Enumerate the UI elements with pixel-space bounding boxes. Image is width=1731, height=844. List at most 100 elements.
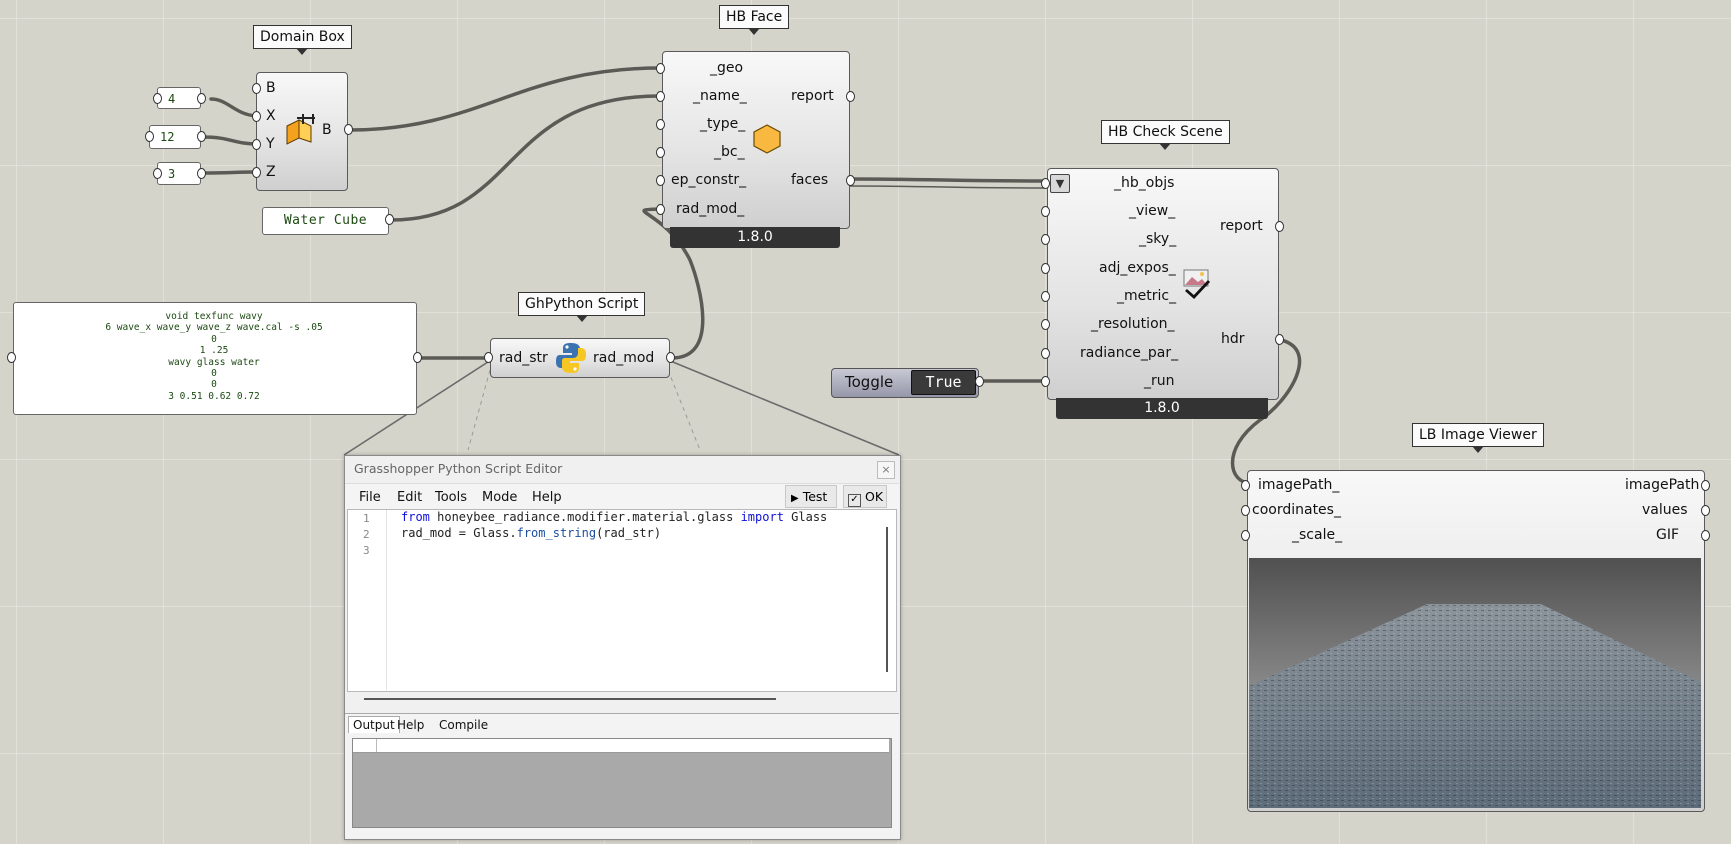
image-viewer-grip-scale-in[interactable] bbox=[1241, 530, 1250, 541]
image-viewer-grip-gif-out[interactable] bbox=[1701, 530, 1710, 541]
image-viewer-grip-coordinates-in[interactable] bbox=[1241, 505, 1250, 516]
vertical-scrollbar[interactable] bbox=[886, 527, 888, 672]
output-text-area[interactable] bbox=[352, 738, 892, 828]
check-scene-grip-sky[interactable] bbox=[1041, 234, 1050, 245]
test-label: Test bbox=[802, 489, 828, 504]
hb-face-input-bc: _bc_ bbox=[714, 144, 745, 160]
slider-x-grip[interactable] bbox=[153, 93, 162, 104]
code-text: rad_mod = Glass. bbox=[401, 526, 517, 540]
box-icon bbox=[286, 114, 315, 145]
ghpython-grip-in[interactable] bbox=[484, 352, 493, 363]
menu-help[interactable]: Help bbox=[532, 490, 562, 505]
domain-box-grip-x-in[interactable] bbox=[252, 111, 261, 122]
code-function: from_string bbox=[516, 526, 597, 540]
wire-y-slider bbox=[201, 135, 259, 146]
horizontal-scrollbar[interactable] bbox=[364, 698, 776, 700]
domain-box-input-x: X bbox=[266, 108, 276, 124]
hb-face-grip-geo[interactable] bbox=[656, 63, 665, 74]
play-icon: ▶ bbox=[791, 493, 799, 504]
hb-face-title: HB Face bbox=[719, 5, 790, 35]
panel-line: 1 .25 bbox=[199, 345, 229, 357]
ghpython-title: GhPython Script bbox=[518, 292, 646, 322]
hb-face-grip-epconstr[interactable] bbox=[656, 175, 665, 186]
image-viewer-grip-values-out[interactable] bbox=[1701, 505, 1710, 516]
menu-mode[interactable]: Mode bbox=[482, 490, 518, 505]
image-viewer-grip-imagepath-out[interactable] bbox=[1701, 480, 1710, 491]
hb-face-grip-name[interactable] bbox=[656, 91, 665, 102]
hb-face-input-radmod: rad_mod_ bbox=[676, 201, 745, 217]
name-panel-grip-out[interactable] bbox=[385, 214, 394, 225]
hb-face-output-report: report bbox=[791, 88, 834, 104]
hb-face-grip-bc[interactable] bbox=[656, 147, 665, 158]
domain-box-grip-b-in[interactable] bbox=[252, 83, 261, 94]
check-scene-grip-adjexpos[interactable] bbox=[1041, 263, 1050, 274]
hb-check-scene-title: HB Check Scene bbox=[1101, 120, 1230, 150]
check-scene-grip-hbobjs[interactable] bbox=[1041, 178, 1050, 189]
slider-y-grip[interactable] bbox=[145, 131, 154, 142]
ok-button[interactable]: ✓ OK bbox=[843, 485, 887, 508]
wire-name-to-face bbox=[389, 94, 662, 222]
hexagon-icon bbox=[753, 124, 781, 154]
slider-x-grip-out[interactable] bbox=[197, 93, 206, 104]
toggle-value[interactable]: True bbox=[911, 370, 976, 395]
check-scene-grip-resolution[interactable] bbox=[1041, 319, 1050, 330]
slider-z-grip[interactable] bbox=[153, 168, 162, 179]
arrow-down-icon[interactable]: ▼ bbox=[1050, 174, 1070, 193]
wire-faces-to-hbobjs-b bbox=[848, 185, 1046, 189]
domain-box-grip-y-in[interactable] bbox=[252, 139, 261, 150]
hb-face-grip-report[interactable] bbox=[846, 91, 855, 102]
slider-y-value[interactable]: 12 bbox=[149, 125, 201, 149]
code-text: honeybee_radiance.modifier.material.glas… bbox=[429, 510, 741, 524]
radiance-panel-grip-out[interactable] bbox=[413, 352, 422, 363]
panel-line: 0 bbox=[211, 379, 217, 391]
check-scene-grip-hdr[interactable] bbox=[1275, 334, 1284, 345]
radiance-panel-grip-in[interactable] bbox=[7, 352, 16, 363]
image-viewer-grip-imagepath-in[interactable] bbox=[1241, 480, 1250, 491]
wire-x-slider bbox=[209, 97, 259, 118]
panel-line: 0 bbox=[211, 368, 217, 380]
check-scene-grip-radiancepar[interactable] bbox=[1041, 348, 1050, 359]
python-icon bbox=[556, 343, 586, 373]
name-panel[interactable]: Water Cube bbox=[262, 207, 389, 235]
check-scene-input-metric: _metric_ bbox=[1117, 288, 1177, 304]
slider-z-grip-out[interactable] bbox=[197, 168, 206, 179]
hb-face-grip-radmod[interactable] bbox=[656, 204, 665, 215]
wire-box-to-geo bbox=[348, 66, 662, 132]
check-scene-grip-report[interactable] bbox=[1275, 221, 1284, 232]
code-area[interactable] bbox=[347, 509, 897, 692]
image-viewer-output-gif: GIF bbox=[1656, 527, 1680, 543]
menu-file[interactable]: File bbox=[359, 490, 381, 505]
domain-box-grip-z-in[interactable] bbox=[252, 167, 261, 178]
test-button[interactable]: ▶ Test bbox=[785, 485, 837, 508]
image-viewer-output-values: values bbox=[1642, 502, 1688, 518]
image-viewer-input-coordinates: coordinates_ bbox=[1252, 502, 1341, 518]
hb-face-output-faces: faces bbox=[791, 172, 829, 188]
hb-face-input-type: _type_ bbox=[700, 116, 746, 132]
rendered-water-image bbox=[1249, 558, 1701, 808]
panel-line: 6 wave_x wave_y wave_z wave.cal -s .05 bbox=[105, 322, 323, 334]
menu-tools[interactable]: Tools bbox=[435, 490, 468, 505]
image-viewer-output-imagepath: imagePath bbox=[1625, 477, 1700, 493]
toggle-grip-out[interactable] bbox=[975, 376, 984, 387]
ghpython-grip-out[interactable] bbox=[666, 352, 675, 363]
check-scene-output-report: report bbox=[1220, 218, 1263, 234]
tab-output[interactable]: Output bbox=[348, 716, 400, 733]
hb-face-grip-faces[interactable] bbox=[846, 175, 855, 186]
slider-x-value[interactable]: 4 bbox=[157, 87, 201, 109]
editor-close-icon[interactable]: × bbox=[877, 461, 895, 479]
toggle-label: Toggle bbox=[845, 373, 894, 391]
slider-z-value[interactable]: 3 bbox=[157, 162, 201, 185]
check-scene-grip-metric[interactable] bbox=[1041, 291, 1050, 302]
menu-edit[interactable]: Edit bbox=[397, 490, 423, 505]
hb-face-grip-type[interactable] bbox=[656, 119, 665, 130]
tab-compile[interactable]: Compile bbox=[439, 718, 489, 732]
domain-box-grip-b-out[interactable] bbox=[344, 124, 353, 135]
callout-dash-left bbox=[467, 369, 491, 451]
tab-help[interactable]: Help bbox=[397, 718, 425, 732]
check-scene-grip-run[interactable] bbox=[1041, 376, 1050, 387]
check-scene-input-resolution: _resolution_ bbox=[1091, 316, 1175, 332]
check-scene-input-hbobjs: _hb_objs bbox=[1114, 175, 1175, 191]
check-scene-grip-view[interactable] bbox=[1041, 206, 1050, 217]
slider-y-grip-out[interactable] bbox=[197, 131, 206, 142]
hb-face-input-name: _name_ bbox=[693, 88, 747, 104]
